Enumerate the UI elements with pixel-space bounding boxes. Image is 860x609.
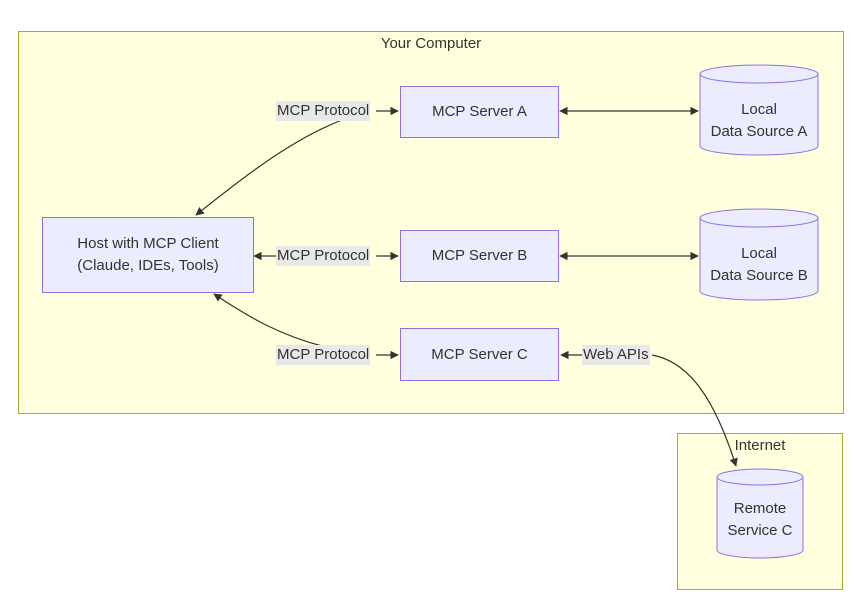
remote-service-c-line1: Remote	[733, 500, 787, 517]
data-source-b-line2: Data Source B	[710, 267, 808, 284]
node-host-line1: Host with MCP Client	[77, 235, 219, 252]
node-mcp-server-a: MCP Server A	[400, 86, 559, 138]
edge-label-host-server-c: MCP Protocol	[276, 345, 371, 365]
cylinder-data-source-b	[699, 208, 819, 301]
node-mcp-server-a-label: MCP Server A	[432, 103, 527, 120]
node-mcp-server-b-label: MCP Server B	[431, 247, 528, 264]
edge-label-host-server-a: MCP Protocol	[276, 101, 371, 121]
cluster-internet: Internet	[677, 433, 843, 590]
node-host-line2: (Claude, IDEs, Tools)	[77, 257, 219, 274]
remote-service-c-line2: Service C	[727, 522, 793, 539]
edge-label-host-server-b: MCP Protocol	[276, 246, 371, 266]
data-source-a-line1: Local	[741, 101, 777, 118]
cluster-label-internet: Internet	[734, 437, 786, 454]
cylinder-data-source-a	[699, 64, 819, 156]
edge-label-web-apis: Web APIs	[582, 345, 650, 365]
data-source-b-text: Local Data Source B	[700, 243, 818, 287]
node-mcp-server-c-label: MCP Server C	[431, 345, 528, 363]
node-host: Host with MCP Client (Claude, IDEs, Tool…	[42, 217, 254, 293]
data-source-b-line1: Local	[741, 245, 777, 262]
node-mcp-server-c: MCP Server C	[400, 328, 559, 381]
cluster-label-your-computer: Your Computer	[380, 35, 482, 52]
remote-service-c-text: Remote Service C	[717, 498, 803, 542]
node-mcp-server-b: MCP Server B	[400, 230, 559, 282]
edge-server-c-remote	[651, 354, 738, 467]
edge-host-server-a	[195, 119, 343, 216]
data-source-a-line2: Data Source A	[710, 123, 808, 140]
data-source-a-text: Local Data Source A	[700, 99, 818, 143]
cylinder-remote-service-c	[716, 468, 804, 559]
edge-host-server-c	[213, 293, 323, 347]
